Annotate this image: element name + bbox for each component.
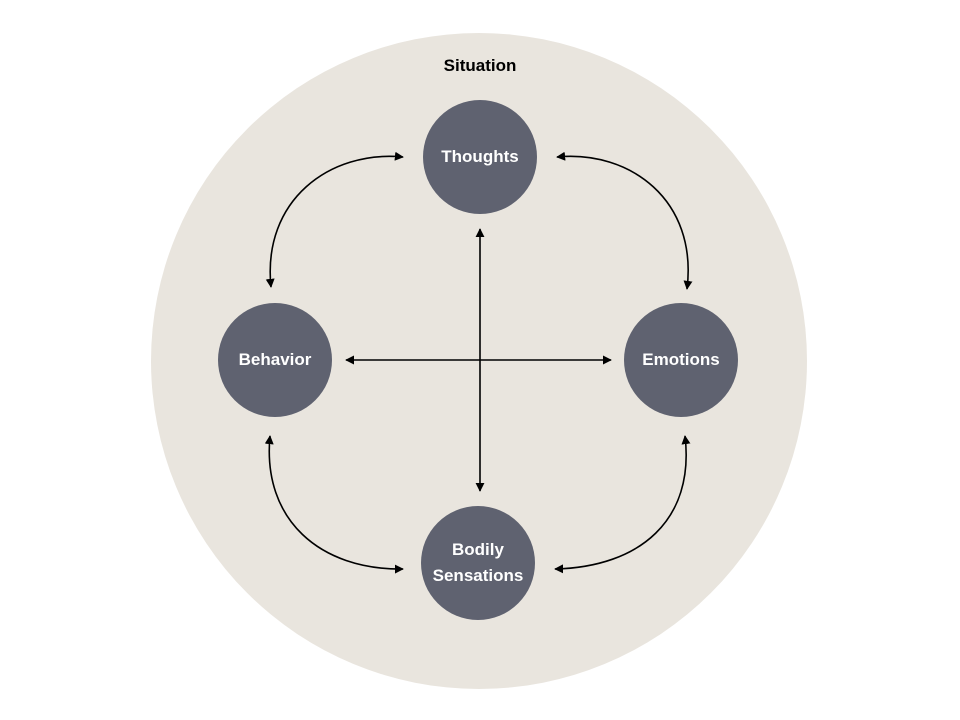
- behavior-node: Behavior: [218, 303, 332, 417]
- behavior-label: Behavior: [238, 350, 312, 369]
- arrow-thoughts-behavior: [265, 151, 404, 288]
- emotions-node: Emotions: [624, 303, 738, 417]
- arrow-behavior-bodily: [264, 435, 404, 574]
- thoughts-label: Thoughts: [441, 147, 519, 166]
- situation-label: Situation: [443, 56, 517, 75]
- emotions-label: Emotions: [642, 350, 720, 369]
- bodily-label-line1: Bodily: [452, 540, 504, 559]
- bodily-label-line2: Sensations: [432, 566, 524, 585]
- arrow-thoughts-emotions: [556, 151, 693, 290]
- thoughts-node: Thoughts: [423, 100, 537, 214]
- bodily-sensations-node: Bodily Sensations: [421, 506, 535, 620]
- arrow-emotions-bodily: [554, 435, 691, 574]
